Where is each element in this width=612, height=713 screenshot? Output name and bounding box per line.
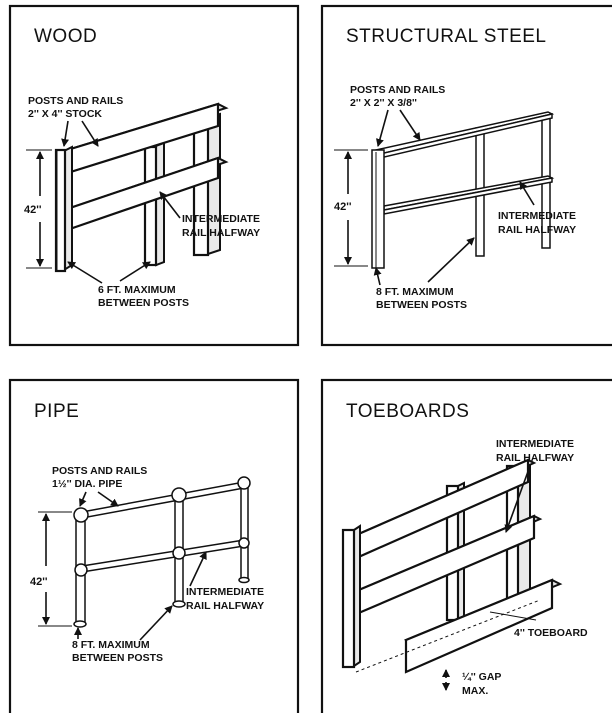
pipe-spacing-label-line2: BETWEEN POSTS	[72, 652, 163, 664]
steel-intermediate-label-line2: RAIL HALFWAY	[498, 224, 576, 236]
toeboards-panel: TOEBOARDS INTERMEDIATE RAIL HALFWAY	[320, 378, 612, 713]
wood-railing-drawing	[54, 102, 229, 273]
pipe-spacing-label-line1: 8 FT. MAXIMUM	[72, 639, 150, 651]
toeboards-title: TOEBOARDS	[346, 401, 469, 422]
wood-spacing-label-line2: BETWEEN POSTS	[98, 297, 189, 309]
pipe-panel: PIPE POSTS AND RAILS 1½'' DIA. PIPE	[8, 378, 300, 713]
steel-intermediate-label-line1: INTERMEDIATE	[498, 210, 576, 222]
wood-spacing-label-line1: 6 FT. MAXIMUM	[98, 284, 176, 296]
wood-posts-label-line1: POSTS AND RAILS	[28, 95, 123, 107]
pipe-posts-label-line1: POSTS AND RAILS	[52, 465, 147, 477]
steel-height-label: 42''	[334, 201, 352, 213]
steel-posts-label-line2: 2'' X 2'' X 3/8''	[350, 97, 417, 109]
pipe-intermediate-label-line2: RAIL HALFWAY	[186, 600, 264, 612]
pipe-height-label: 42''	[30, 576, 48, 588]
steel-panel-frame	[320, 4, 612, 347]
steel-posts-label-line1: POSTS AND RAILS	[350, 84, 445, 96]
pipe-intermediate-label-line1: INTERMEDIATE	[186, 586, 264, 598]
toeboard-height-label: 4'' TOEBOARD	[514, 627, 588, 639]
pipe-title: PIPE	[34, 401, 79, 422]
toeboard-gap-label-line1: ¼'' GAP	[462, 671, 501, 683]
wood-panel-frame	[8, 4, 300, 347]
steel-title: STRUCTURAL STEEL	[346, 26, 547, 47]
steel-panel: STRUCTURAL STEEL POSTS AND RAILS 2'' X 2…	[320, 4, 612, 347]
steel-spacing-label-line2: BETWEEN POSTS	[376, 299, 467, 311]
toeboard-gap-label-line2: MAX.	[462, 685, 488, 697]
pipe-posts-label-line2: 1½'' DIA. PIPE	[52, 478, 122, 490]
toeboards-panel-frame	[320, 378, 612, 713]
toeboards-intermediate-label-line1: INTERMEDIATE	[496, 438, 574, 450]
wood-intermediate-label-line1: INTERMEDIATE	[182, 213, 260, 225]
wood-title: WOOD	[34, 26, 97, 47]
toeboards-railing-drawing	[341, 458, 563, 674]
toeboards-intermediate-label-line2: RAIL HALFWAY	[496, 452, 574, 464]
wood-panel: WOOD POSTS AND RAILS 2'' X 4'' STOCK	[8, 4, 300, 347]
steel-railing-drawing	[371, 111, 555, 269]
wood-height-label: 42''	[24, 204, 42, 216]
pipe-railing-drawing	[73, 476, 251, 628]
wood-posts-label-line2: 2'' X 4'' STOCK	[28, 108, 102, 120]
pipe-panel-frame	[8, 378, 300, 713]
steel-spacing-label-line1: 8 FT. MAXIMUM	[376, 286, 454, 298]
wood-intermediate-label-line2: RAIL HALFWAY	[182, 227, 260, 239]
